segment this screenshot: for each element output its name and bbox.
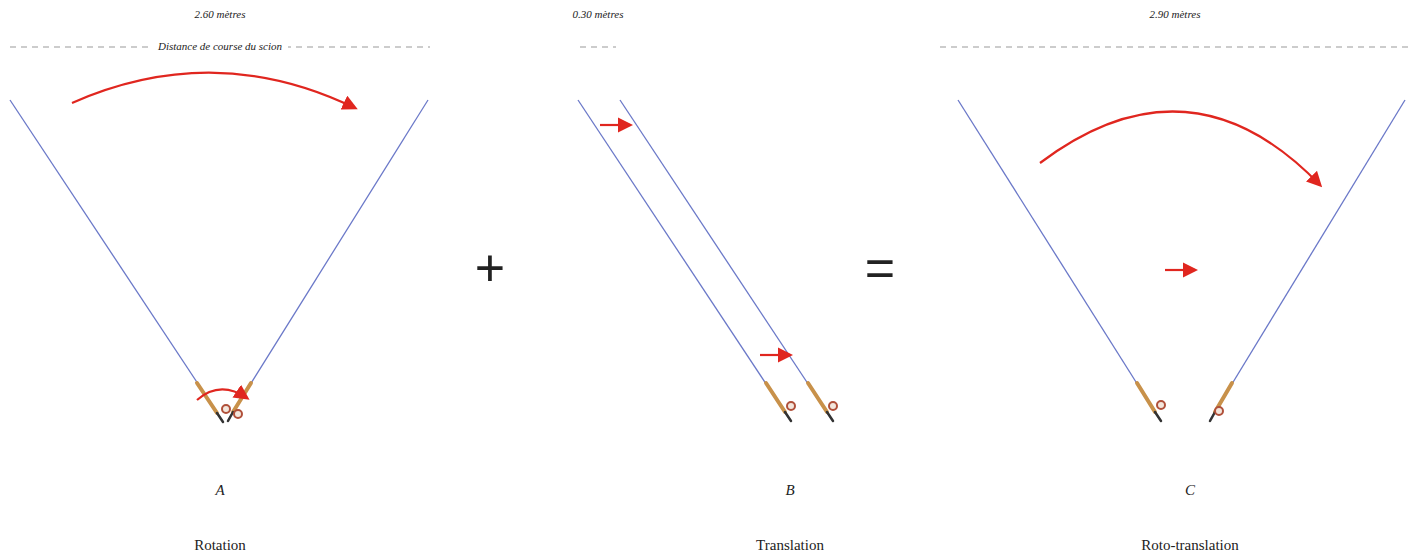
fly-rod <box>197 383 1232 422</box>
panel-letter: A <box>215 481 224 499</box>
dimension-label: 2.90 mètres <box>1150 8 1201 21</box>
dimension-caption: Distance de course du scion <box>152 40 288 53</box>
line-path <box>10 100 1405 420</box>
panel-letter: B <box>785 481 794 499</box>
panel-letter: C <box>1185 481 1195 499</box>
operator-sign: + <box>475 242 505 294</box>
panel-title: Roto-translation <box>1141 536 1239 554</box>
motion-arrow <box>72 73 1320 400</box>
dimension-label: 2.60 mètres <box>195 8 246 21</box>
dimension-label: 0.30 mètres <box>573 8 624 21</box>
panel-title: Rotation <box>194 536 246 554</box>
operator-sign: = <box>865 242 895 294</box>
panel-title: Translation <box>756 536 824 554</box>
